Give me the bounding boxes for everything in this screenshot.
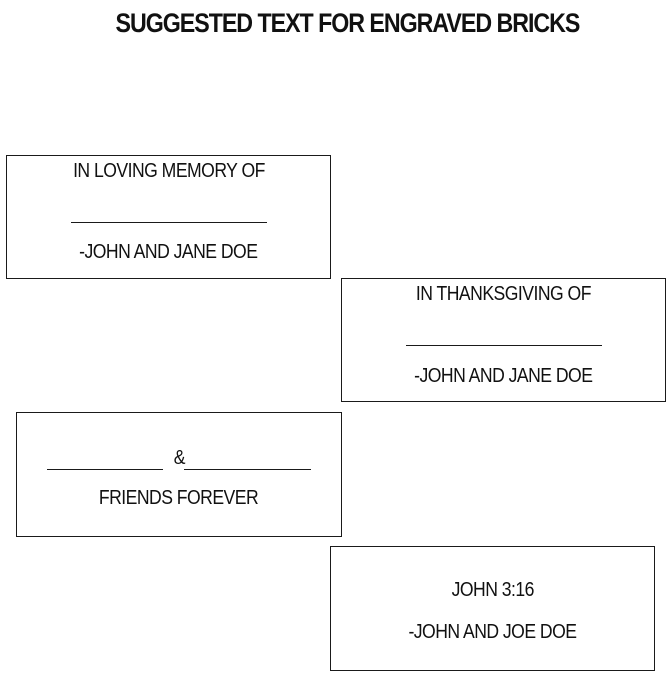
brick-example-in-loving-memory: IN LOVING MEMORY OF -JOHN AND JANE DOE xyxy=(6,155,331,279)
blank-name-line-left xyxy=(47,469,163,470)
brick-line-signature: -JOHN AND JANE DOE xyxy=(7,241,330,264)
brick-text: -JOHN AND JOE DOE xyxy=(408,621,577,643)
brick-example-in-thanksgiving: IN THANKSGIVING OF -JOHN AND JANE DOE xyxy=(341,278,666,402)
brick-text: IN LOVING MEMORY OF xyxy=(72,160,265,182)
brick-line-signature: -JOHN AND JOE DOE xyxy=(331,621,654,644)
brick-example-scripture: JOHN 3:16 -JOHN AND JOE DOE xyxy=(330,546,655,671)
brick-line-message: FRIENDS FOREVER xyxy=(17,487,341,510)
brick-line-verse: JOHN 3:16 xyxy=(331,579,654,602)
brick-line-signature: -JOHN AND JANE DOE xyxy=(342,365,665,388)
blank-name-line xyxy=(406,345,602,346)
blank-name-line xyxy=(71,222,267,223)
brick-text: JOHN 3:16 xyxy=(451,579,534,601)
brick-text: FRIENDS FOREVER xyxy=(99,487,259,509)
page-title: SUGGESTED TEXT FOR ENGRAVED BRICKS xyxy=(115,8,581,38)
brick-text: IN THANKSGIVING OF xyxy=(415,283,592,305)
brick-line-dedication: IN LOVING MEMORY OF xyxy=(7,160,330,183)
brick-example-friends-forever: & FRIENDS FOREVER xyxy=(16,412,342,537)
ampersand: & xyxy=(173,447,185,469)
brick-text: -JOHN AND JANE DOE xyxy=(414,365,593,387)
brick-line-connector: & xyxy=(17,447,341,470)
brick-line-dedication: IN THANKSGIVING OF xyxy=(342,283,665,306)
brick-text: -JOHN AND JANE DOE xyxy=(79,241,258,263)
blank-name-line-right xyxy=(184,469,311,470)
